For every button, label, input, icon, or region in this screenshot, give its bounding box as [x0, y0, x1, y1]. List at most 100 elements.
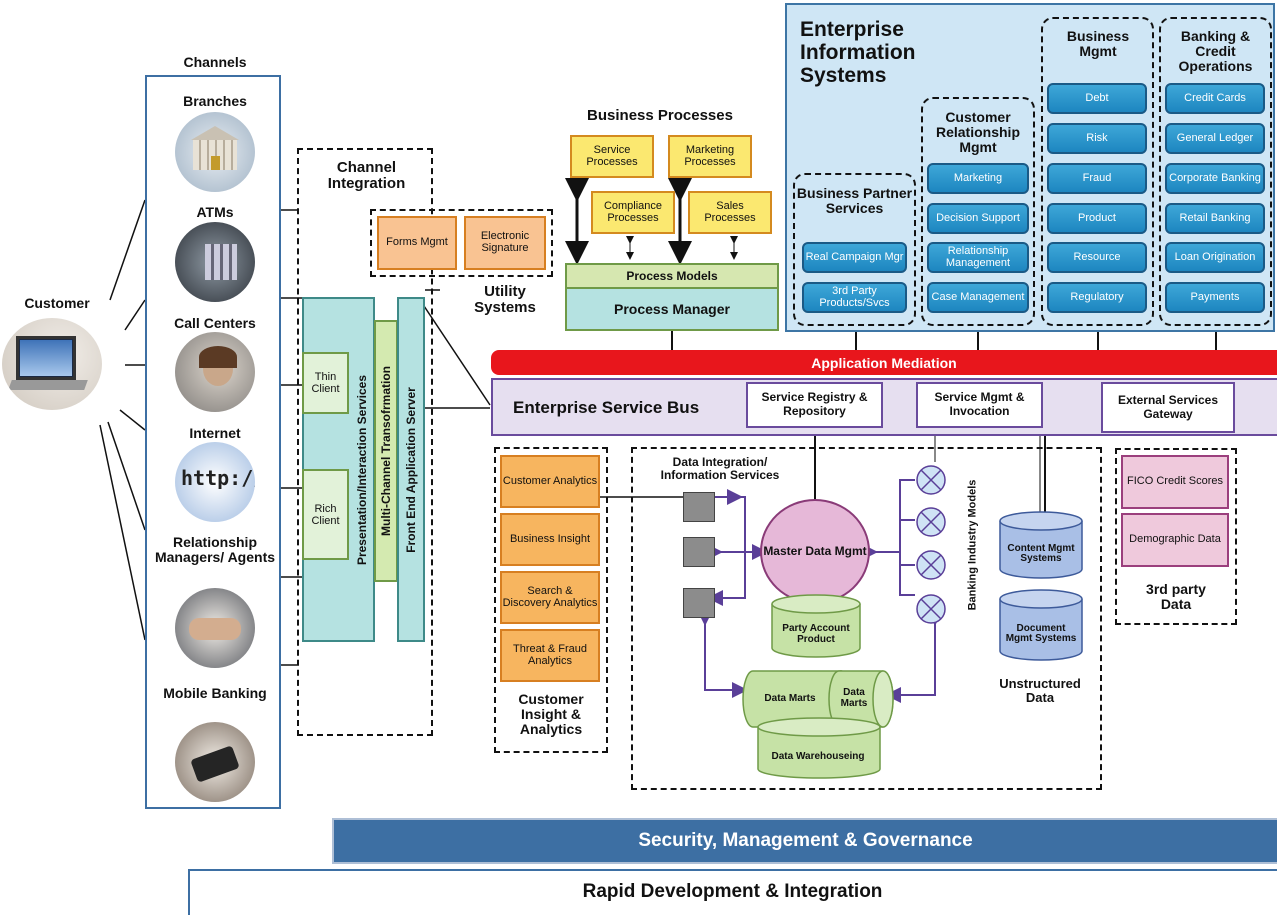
- banking-industry-models-label: Banking Industry Models: [966, 479, 979, 611]
- party-account-product-cylinder: [771, 594, 861, 658]
- channel-integration-box: [297, 148, 433, 736]
- bm-debt: Debt: [1047, 83, 1147, 114]
- thin-client: Thin Client: [302, 352, 349, 414]
- fico-credit-scores: FICO Credit Scores: [1121, 455, 1229, 509]
- bm-resource: Resource: [1047, 242, 1147, 273]
- process-manager: Process Manager: [565, 287, 779, 331]
- data-integration-box: [631, 447, 1102, 790]
- channel-label-internet: Internet: [189, 425, 241, 441]
- document-mgmt-cylinder: [999, 589, 1083, 661]
- mobile-phone-icon: [175, 722, 255, 802]
- crm-title: Customer Relationship Mgmt: [935, 109, 1020, 156]
- master-data-mgmt: Master Data Mgmt: [760, 499, 870, 604]
- service-registry-repository: Service Registry & Repository: [746, 382, 883, 428]
- rapid-development-integration-label: Rapid Development & Integration: [582, 881, 883, 902]
- handshake-icon: [175, 588, 255, 668]
- banking-credit-group: [1159, 17, 1272, 326]
- industry-model-x-icon-1: [916, 465, 946, 495]
- presentation-services-label: Presentation/Interaction Services: [355, 374, 370, 566]
- bm-product: Product: [1047, 203, 1147, 234]
- channel-label-atms: ATMs: [196, 204, 234, 220]
- crm-decision-support: Decision Support: [927, 203, 1029, 234]
- data-service-block-3: [683, 588, 715, 618]
- business-processes-title: Business Processes: [587, 107, 733, 124]
- demographic-data: Demographic Data: [1121, 513, 1229, 567]
- atm-keypad-icon: [175, 222, 255, 302]
- business-mgmt-title: Business Mgmt: [1066, 28, 1130, 60]
- data-marts-cylinder-2: [828, 670, 894, 728]
- data-warehouse-cylinder: [757, 717, 881, 779]
- customer-laptop-icon: [2, 318, 102, 410]
- industry-model-x-icon-2: [916, 507, 946, 537]
- bc-credit-cards: Credit Cards: [1165, 83, 1265, 114]
- third-party-products: 3rd Party Products/Svcs: [802, 282, 907, 313]
- application-mediation-bar: Application Mediation: [491, 350, 1277, 375]
- content-mgmt-cylinder: [999, 511, 1083, 579]
- channels-panel: [145, 75, 281, 809]
- content-mgmt-label: Content Mgmt Systems: [1007, 542, 1075, 564]
- banking-credit-title: Banking & Credit Operations: [1178, 28, 1253, 75]
- bank-icon: [175, 112, 255, 192]
- customer-insight-title: Customer Insight & Analytics: [518, 691, 584, 738]
- http-browser-icon: http://ww: [175, 442, 255, 522]
- third-party-data-title: 3rd party Data: [1146, 581, 1206, 613]
- multichannel-transformation: Multi-Channel Transofrmation: [374, 320, 398, 582]
- data-service-block-1: [683, 492, 715, 522]
- real-campaign-mgr: Real Campaign Mgr: [802, 242, 907, 273]
- document-mgmt-label: Document Mgmt Systems: [1005, 622, 1077, 644]
- data-service-block-2: [683, 537, 715, 567]
- threat-fraud-analytics: Threat & Fraud Analytics: [500, 629, 600, 682]
- bm-risk: Risk: [1047, 123, 1147, 154]
- crm-relationship-management: Relationship Management: [927, 242, 1029, 273]
- bc-corporate-banking: Corporate Banking: [1165, 163, 1265, 194]
- crm-case-management: Case Management: [927, 282, 1029, 313]
- compliance-processes: Compliance Processes: [591, 191, 675, 234]
- customer-analytics: Customer Analytics: [500, 455, 600, 508]
- data-marts-label-2: Data Marts: [840, 687, 868, 709]
- process-models: Process Models: [565, 263, 779, 289]
- sales-processes: Sales Processes: [688, 191, 772, 234]
- bc-retail-banking: Retail Banking: [1165, 203, 1265, 234]
- search-discovery-analytics: Search & Discovery Analytics: [500, 571, 600, 624]
- marketing-processes: Marketing Processes: [668, 135, 752, 178]
- channel-integration-title: Channel Integration: [304, 159, 429, 193]
- bm-fraud: Fraud: [1047, 163, 1147, 194]
- utility-systems-title: Utility Systems: [474, 283, 536, 317]
- crm-marketing: Marketing: [927, 163, 1029, 194]
- electronic-signature: Electronic Signature: [464, 216, 546, 270]
- eis-title: Enterprise Information Systems: [800, 18, 916, 88]
- party-account-product-label: Party Account Product: [782, 623, 850, 645]
- headset-agent-icon: [175, 332, 255, 412]
- industry-model-x-icon-3: [916, 550, 946, 580]
- customer-label: Customer: [24, 295, 90, 311]
- business-mgmt-group: [1041, 17, 1154, 326]
- third-party-data-box: [1115, 448, 1237, 625]
- channel-label-branches: Branches: [183, 93, 247, 109]
- front-end-app-server: Front End Application Server: [397, 297, 425, 642]
- channel-label-relationship-managers: Relationship Managers/ Agents: [154, 534, 276, 566]
- service-processes: Service Processes: [570, 135, 654, 178]
- customer-insight-box: [494, 447, 608, 753]
- external-services-gateway: External Services Gateway: [1101, 382, 1235, 433]
- security-management-governance-bar: Security, Management & Governance: [332, 818, 1277, 864]
- utility-systems-box: [370, 209, 553, 277]
- forms-mgmt: Forms Mgmt: [377, 216, 457, 270]
- industry-model-x-icon-4: [916, 594, 946, 624]
- channel-label-mobile-banking: Mobile Banking: [163, 685, 267, 701]
- bc-payments: Payments: [1165, 282, 1265, 313]
- data-marts-label-1: Data Marts: [764, 692, 816, 704]
- bm-regulatory: Regulatory: [1047, 282, 1147, 313]
- unstructured-data-title: Unstructured Data: [999, 676, 1081, 706]
- rich-client: Rich Client: [302, 469, 349, 560]
- service-mgmt-invocation: Service Mgmt & Invocation: [916, 382, 1043, 428]
- partner-services-group: [793, 173, 916, 326]
- crm-group: [921, 97, 1035, 326]
- esb-title: Enterprise Service Bus: [513, 398, 700, 417]
- channel-label-call-centers: Call Centers: [174, 315, 256, 331]
- bc-general-ledger: General Ledger: [1165, 123, 1265, 154]
- partner-services-title: Business Partner Services: [796, 185, 913, 217]
- channels-header: Channels: [183, 54, 247, 70]
- business-insight: Business Insight: [500, 513, 600, 566]
- data-integration-title: Data Integration/ Information Services: [660, 455, 780, 482]
- bc-loan-origination: Loan Origination: [1165, 242, 1265, 273]
